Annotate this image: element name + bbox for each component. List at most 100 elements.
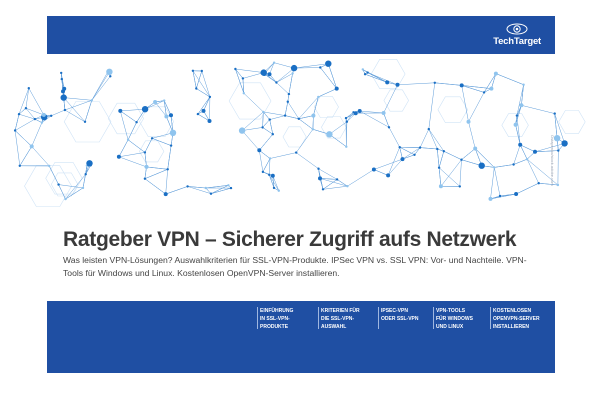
nav-item-ipsec[interactable]: IPSec-VPN oder SSL-VPN xyxy=(378,307,429,331)
network-link xyxy=(383,84,398,114)
network-link xyxy=(428,129,438,150)
network-node xyxy=(257,148,262,153)
network-link xyxy=(459,159,462,187)
network-link xyxy=(319,178,338,180)
network-node xyxy=(163,99,166,102)
network-node xyxy=(204,186,207,190)
network-link xyxy=(328,63,337,89)
network-link xyxy=(347,169,375,187)
network-node xyxy=(317,167,320,170)
nav-item-label: Kriterien für xyxy=(321,308,360,314)
nav-item-label: die SSL-VPN- xyxy=(321,316,355,322)
network-link xyxy=(515,182,539,195)
network-node xyxy=(459,83,464,88)
network-link xyxy=(287,94,290,102)
network-link xyxy=(276,73,293,83)
network-node xyxy=(335,178,339,181)
network-node xyxy=(262,72,267,76)
network-link xyxy=(163,100,167,117)
network-node xyxy=(166,168,169,171)
network-node xyxy=(515,114,519,117)
network-node xyxy=(118,108,123,113)
network-node xyxy=(208,95,212,99)
nav-item-kriterien[interactable]: Kriterien für die SSL-VPN- Auswahl xyxy=(318,307,374,331)
network-link xyxy=(25,88,30,109)
hexagon-shape xyxy=(501,113,529,137)
network-node xyxy=(556,183,560,187)
network-link xyxy=(163,100,172,116)
network-node xyxy=(196,112,200,116)
network-link xyxy=(144,178,166,195)
network-link xyxy=(428,128,445,152)
network-link xyxy=(359,110,390,128)
network-link xyxy=(165,169,168,195)
hexagon-shape xyxy=(321,116,347,139)
network-node xyxy=(84,173,87,176)
network-node xyxy=(267,72,272,77)
network-node xyxy=(24,107,28,110)
network-link xyxy=(85,165,91,175)
network-link xyxy=(58,184,84,189)
nav-item-vpn-tools[interactable]: VPN-Tools für Windows und Linux xyxy=(433,307,486,331)
nav-item-label: Kostenlosen xyxy=(493,308,532,314)
nav-item-einfuehrung[interactable]: Einführung in SSL-VPN- Produkte xyxy=(257,307,314,331)
network-node xyxy=(433,81,436,84)
network-link xyxy=(516,115,521,145)
network-node xyxy=(62,86,67,91)
network-link xyxy=(263,111,270,120)
network-link xyxy=(420,147,438,150)
nav-item-label: installieren xyxy=(493,324,530,330)
nav-item-openvpn[interactable]: Kostenlosen OpenVPN-Server installieren xyxy=(490,307,553,331)
hexagon-shape xyxy=(50,172,79,197)
network-link xyxy=(322,179,338,190)
network-link xyxy=(475,148,495,168)
network-link xyxy=(438,151,445,168)
network-node xyxy=(48,164,51,168)
network-node xyxy=(537,182,540,185)
network-link xyxy=(437,148,440,168)
network-link xyxy=(402,154,415,160)
network-link xyxy=(31,122,43,147)
network-link xyxy=(84,100,93,122)
network-node xyxy=(387,126,391,129)
network-link xyxy=(196,88,211,98)
network-link xyxy=(243,93,264,113)
network-node xyxy=(207,119,212,123)
network-node xyxy=(334,86,339,91)
network-link xyxy=(269,152,297,159)
network-link xyxy=(329,134,347,147)
network-node xyxy=(27,87,30,90)
network-link xyxy=(538,182,558,186)
network-link xyxy=(521,84,524,106)
network-node xyxy=(60,77,63,81)
network-node xyxy=(522,83,525,86)
network-link xyxy=(443,150,462,160)
network-link xyxy=(262,119,270,128)
network-link xyxy=(490,193,517,200)
network-node xyxy=(209,192,213,195)
network-link xyxy=(235,68,264,73)
network-node xyxy=(169,144,173,147)
network-link xyxy=(25,108,36,120)
network-link xyxy=(336,179,348,187)
network-link xyxy=(120,110,129,140)
brand-logo[interactable]: TechTarget xyxy=(493,23,541,49)
network-node xyxy=(418,146,422,149)
network-node xyxy=(153,100,158,104)
network-link xyxy=(483,73,497,93)
network-link xyxy=(268,174,275,188)
network-link xyxy=(434,82,462,86)
network-link xyxy=(461,148,476,160)
network-node xyxy=(141,106,149,113)
network-link xyxy=(118,156,147,168)
network-link xyxy=(144,152,147,167)
network-node xyxy=(275,81,278,84)
network-link xyxy=(152,132,174,139)
network-node xyxy=(557,149,560,152)
network-link xyxy=(259,150,264,172)
network-node xyxy=(363,73,367,76)
network-link xyxy=(461,85,492,89)
network-node xyxy=(482,91,486,94)
network-node xyxy=(50,114,53,117)
network-node xyxy=(261,170,265,174)
